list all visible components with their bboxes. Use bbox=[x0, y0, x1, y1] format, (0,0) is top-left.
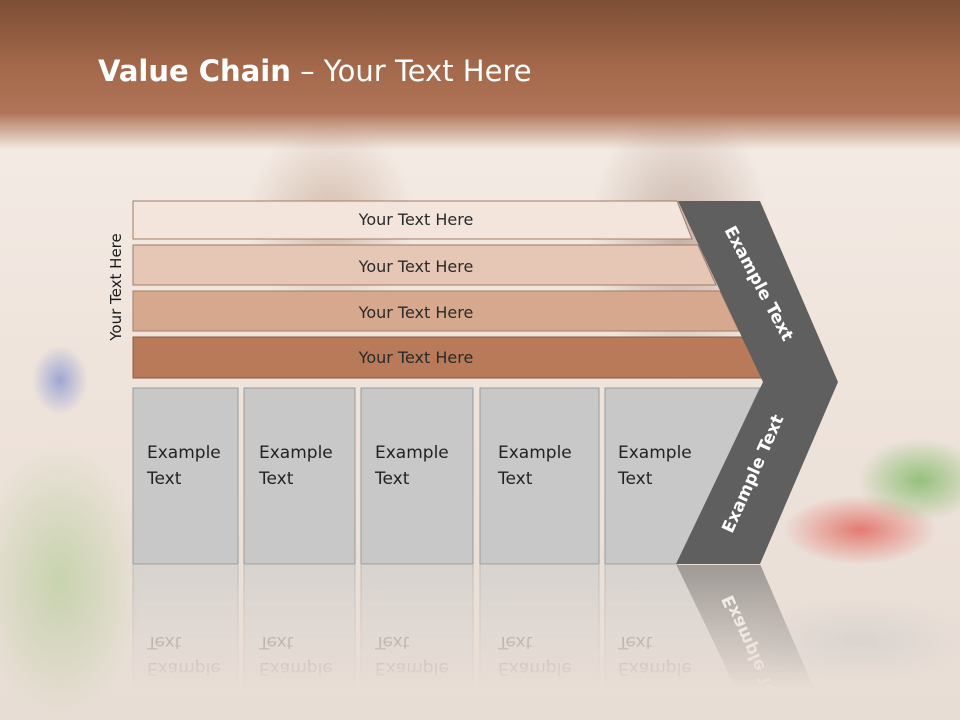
box-4-line-1: Example bbox=[498, 443, 572, 463]
title-bold: Value Chain bbox=[98, 54, 291, 88]
reflection: Example Text Example Text Example Text E… bbox=[132, 563, 828, 720]
svg-text:Example: Example bbox=[498, 658, 572, 678]
margin-chevron bbox=[676, 201, 838, 564]
box-1 bbox=[132, 387, 239, 565]
svg-text:Example: Example bbox=[259, 658, 333, 678]
box-1-line-2: Text bbox=[146, 469, 182, 489]
bar-1-label: Your Text Here bbox=[358, 210, 474, 229]
slide-title: Value Chain – Your Text Here bbox=[98, 54, 532, 88]
box-4-line-2: Text bbox=[497, 469, 533, 489]
title-rest: – Your Text Here bbox=[290, 54, 532, 88]
title-band bbox=[0, 0, 960, 150]
box-4 bbox=[479, 387, 600, 565]
bar-3 bbox=[132, 290, 740, 332]
svg-text:Text: Text bbox=[617, 632, 653, 652]
bar-4-label: Your Text Here bbox=[358, 348, 474, 367]
box-5-line-2: Text bbox=[617, 469, 653, 489]
box-3-line-1: Example bbox=[375, 443, 449, 463]
svg-text:Text: Text bbox=[146, 632, 182, 652]
box-2-line-1: Example bbox=[259, 443, 333, 463]
box-5-line-1: Example bbox=[618, 443, 692, 463]
svg-text:Text: Text bbox=[258, 632, 294, 652]
svg-text:Text: Text bbox=[374, 632, 410, 652]
box-3-line-2: Text bbox=[374, 469, 410, 489]
svg-text:Example: Example bbox=[147, 658, 221, 678]
box-3 bbox=[360, 387, 474, 565]
bar-3-label: Your Text Here bbox=[358, 303, 474, 322]
box-1-line-1: Example bbox=[147, 443, 221, 463]
box-2 bbox=[243, 387, 356, 565]
svg-text:Text: Text bbox=[497, 632, 533, 652]
svg-text:Example: Example bbox=[618, 658, 692, 678]
bar-1 bbox=[132, 200, 693, 240]
box-2-line-2: Text bbox=[258, 469, 294, 489]
svg-text:Example: Example bbox=[375, 658, 449, 678]
bar-2-label: Your Text Here bbox=[358, 257, 474, 276]
bar-2 bbox=[132, 244, 717, 286]
